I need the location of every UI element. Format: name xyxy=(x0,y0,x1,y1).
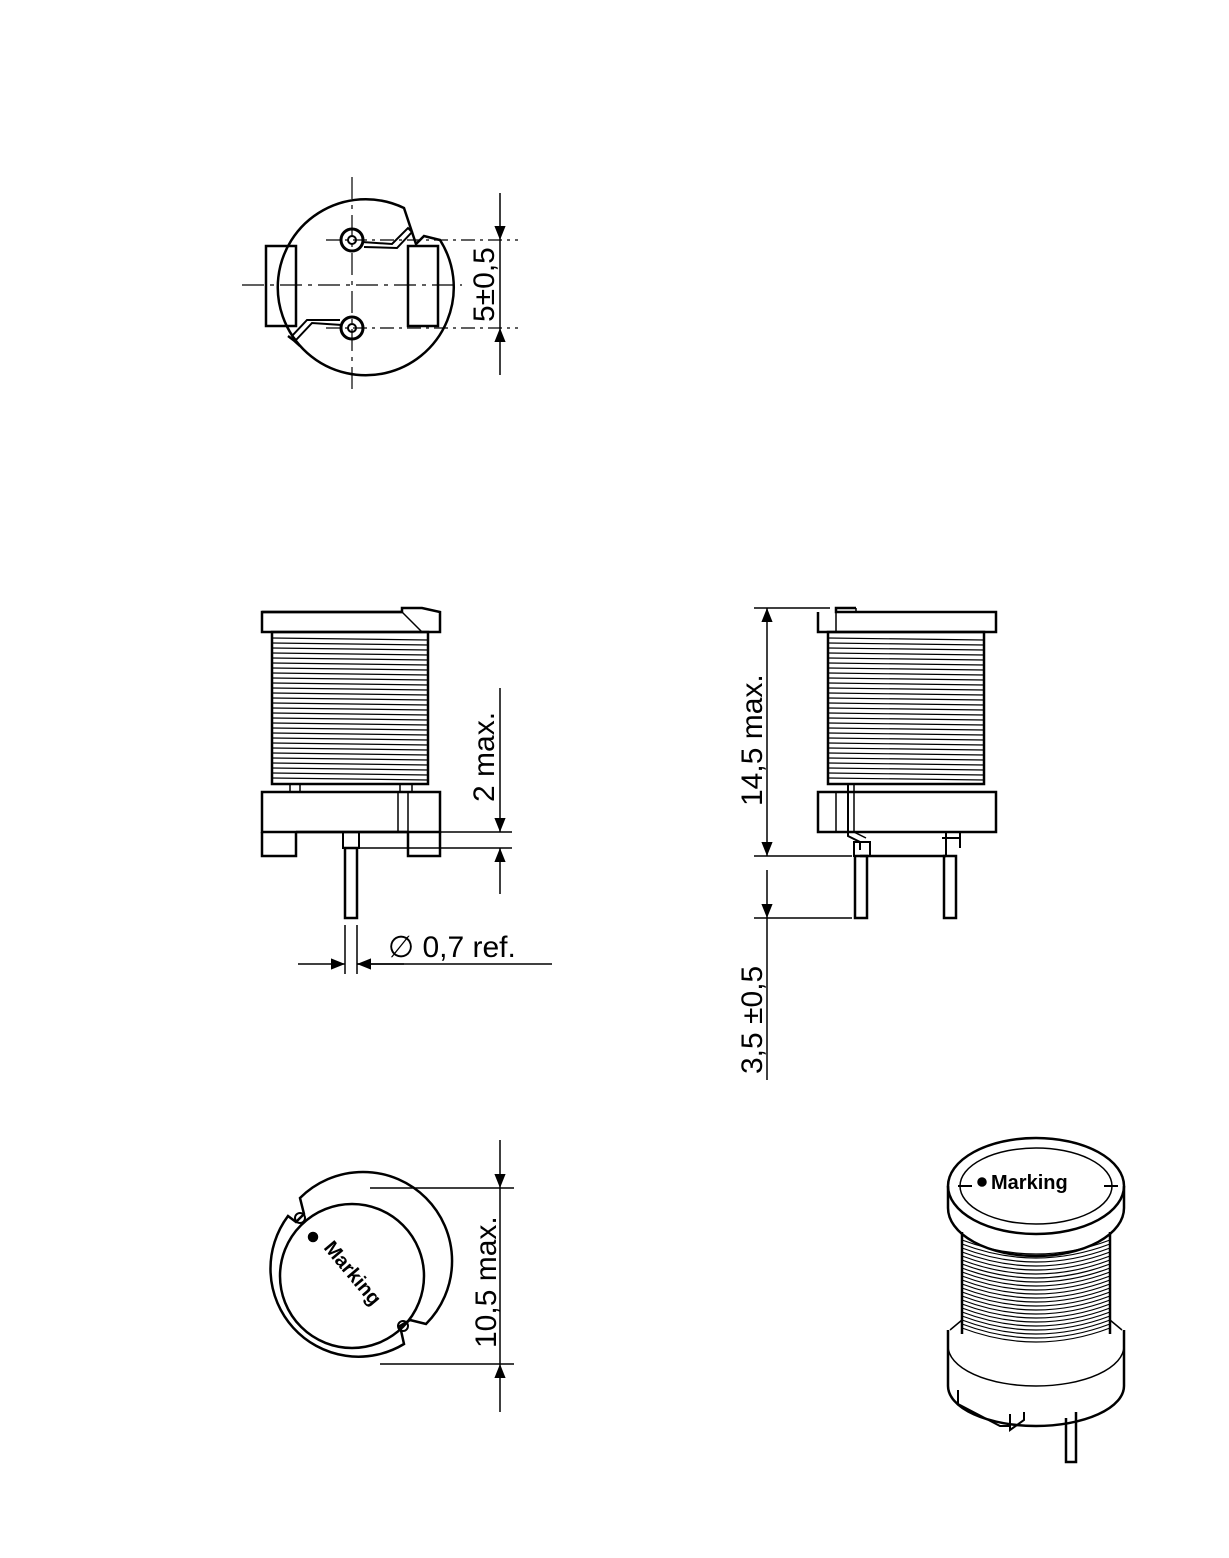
pin-diameter-label: ∅ 0,7 ref. xyxy=(388,931,516,964)
winding-lines-right xyxy=(827,637,985,781)
standoff-label: 2 max. xyxy=(468,712,501,802)
winding-lines-left xyxy=(271,637,429,781)
top-view xyxy=(269,1170,454,1358)
side-view-right xyxy=(816,606,998,920)
iso-marking-dot xyxy=(977,1177,987,1187)
marking-dot xyxy=(307,1231,319,1243)
height-label: 14,5 max. xyxy=(736,674,769,806)
diameter-dimension xyxy=(370,1140,514,1412)
isometric-view xyxy=(946,1136,1126,1464)
bottom-view xyxy=(242,177,518,395)
winding-lines-iso xyxy=(961,1239,1111,1343)
height-dimension xyxy=(754,607,852,1080)
pitch-label: 5±0,5 xyxy=(468,247,501,322)
pin-length-label: 3,5 ±0,5 xyxy=(736,966,769,1074)
pin-diameter-dimension xyxy=(298,925,552,974)
top-marking-label: Marking xyxy=(319,1237,385,1310)
standoff-dimension xyxy=(358,688,512,894)
iso-marking-label: Marking xyxy=(991,1172,1068,1194)
side-view-left xyxy=(260,606,442,920)
diameter-label: 10,5 max. xyxy=(470,1216,503,1348)
